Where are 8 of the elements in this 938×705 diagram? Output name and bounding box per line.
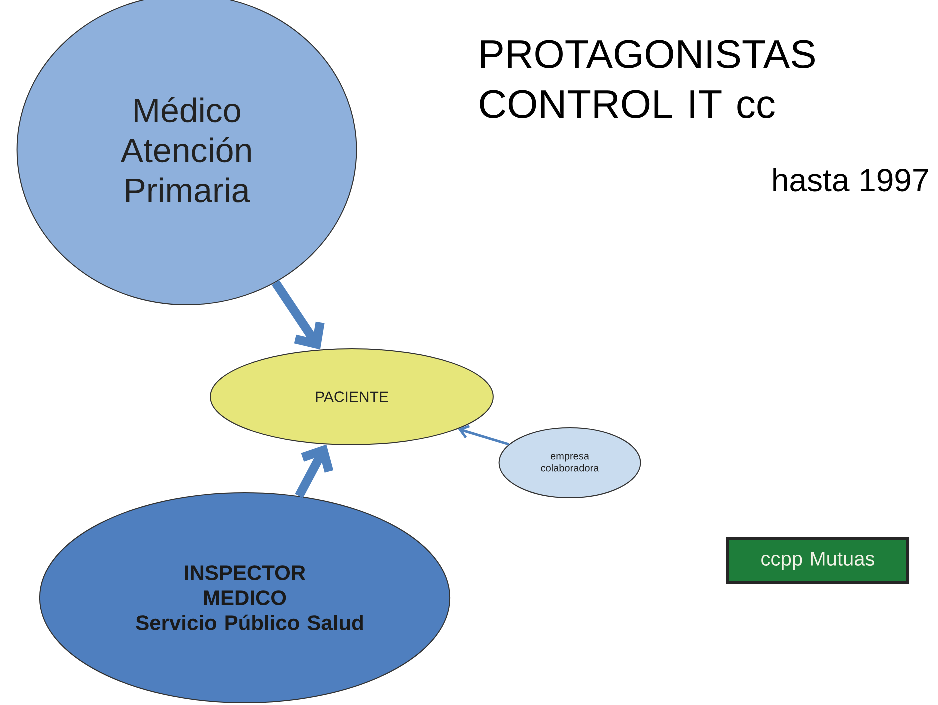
arrow (458, 425, 510, 446)
arrow (272, 280, 325, 350)
title: PROTAGONISTAS CONTROL IT cc (480, 40, 815, 119)
subtitle: hasta 1997 (774, 168, 928, 192)
ellipse-node: INSPECTOR MEDICO Servicio Público Salud (39, 492, 451, 704)
ellipse-node: empresa colaboradora (498, 428, 642, 498)
ellipse-node: PACIENTE (210, 348, 494, 446)
label-box: ccpp Mutuas (726, 538, 910, 584)
